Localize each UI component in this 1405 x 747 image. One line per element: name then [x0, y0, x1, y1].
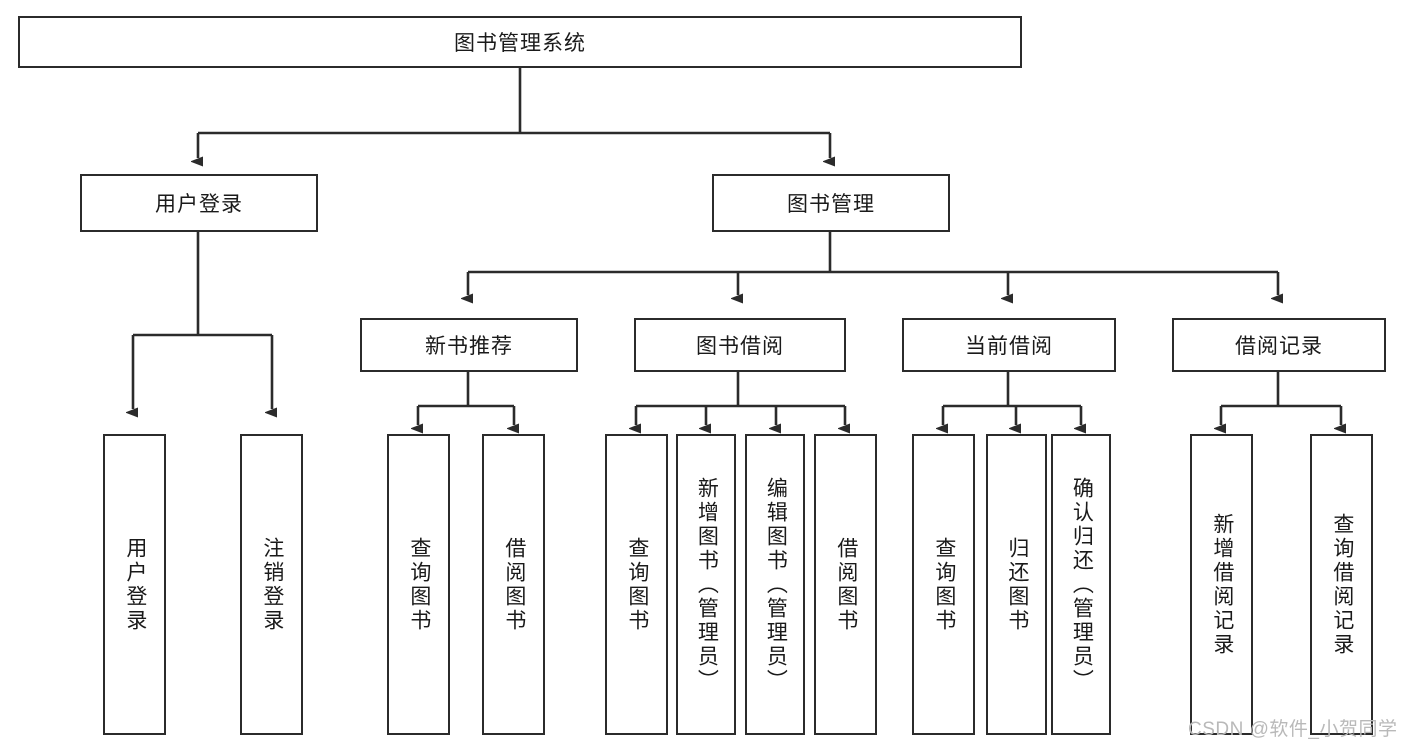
node-root[interactable]: 图书管理系统 [18, 16, 1022, 68]
node-leaf-return-book-label: 归还图书 [1005, 536, 1029, 633]
node-book-management-label: 图书管理 [787, 193, 875, 216]
node-leaf-add-book-label: 新增图书（管理员） [695, 476, 719, 693]
node-leaf-query-book-1-label: 查询图书 [407, 536, 431, 633]
node-leaf-query-book-3[interactable]: 查询图书 [912, 434, 975, 735]
node-borrow-record-label: 借阅记录 [1235, 335, 1323, 358]
node-leaf-confirm-return-label: 确认归还（管理员） [1070, 476, 1094, 693]
node-book-borrow-label: 图书借阅 [696, 335, 784, 358]
node-root-label: 图书管理系统 [454, 32, 586, 55]
node-leaf-borrow-book-2-label: 借阅图书 [834, 536, 858, 633]
node-leaf-borrow-book-1-label: 借阅图书 [502, 536, 526, 633]
node-leaf-logout-login[interactable]: 注销登录 [240, 434, 303, 735]
node-leaf-query-book-2-label: 查询图书 [625, 536, 649, 633]
node-leaf-query-book-1[interactable]: 查询图书 [387, 434, 450, 735]
node-borrow-record[interactable]: 借阅记录 [1172, 318, 1386, 372]
node-leaf-add-record-label: 新增借阅记录 [1210, 512, 1234, 657]
node-leaf-query-record[interactable]: 查询借阅记录 [1310, 434, 1373, 735]
node-leaf-borrow-book-1[interactable]: 借阅图书 [482, 434, 545, 735]
node-leaf-edit-book-label: 编辑图书（管理员） [764, 476, 788, 693]
node-user-login[interactable]: 用户登录 [80, 174, 318, 232]
node-leaf-add-book[interactable]: 新增图书（管理员） [676, 434, 736, 735]
node-leaf-add-record[interactable]: 新增借阅记录 [1190, 434, 1253, 735]
node-leaf-return-book[interactable]: 归还图书 [986, 434, 1047, 735]
node-book-management[interactable]: 图书管理 [712, 174, 950, 232]
node-book-borrow[interactable]: 图书借阅 [634, 318, 846, 372]
node-leaf-user-login-label: 用户登录 [123, 536, 147, 633]
node-current-borrow-label: 当前借阅 [965, 335, 1053, 358]
node-leaf-logout-login-label: 注销登录 [260, 536, 284, 633]
node-leaf-query-book-3-label: 查询图书 [932, 536, 956, 633]
node-user-login-label: 用户登录 [155, 193, 243, 216]
node-leaf-borrow-book-2[interactable]: 借阅图书 [814, 434, 877, 735]
node-new-book-recommend[interactable]: 新书推荐 [360, 318, 578, 372]
node-new-book-recommend-label: 新书推荐 [425, 335, 513, 358]
node-leaf-query-record-label: 查询借阅记录 [1330, 512, 1354, 657]
node-leaf-edit-book[interactable]: 编辑图书（管理员） [745, 434, 805, 735]
node-leaf-query-book-2[interactable]: 查询图书 [605, 434, 668, 735]
node-leaf-confirm-return[interactable]: 确认归还（管理员） [1051, 434, 1111, 735]
node-current-borrow[interactable]: 当前借阅 [902, 318, 1116, 372]
node-leaf-user-login[interactable]: 用户登录 [103, 434, 166, 735]
